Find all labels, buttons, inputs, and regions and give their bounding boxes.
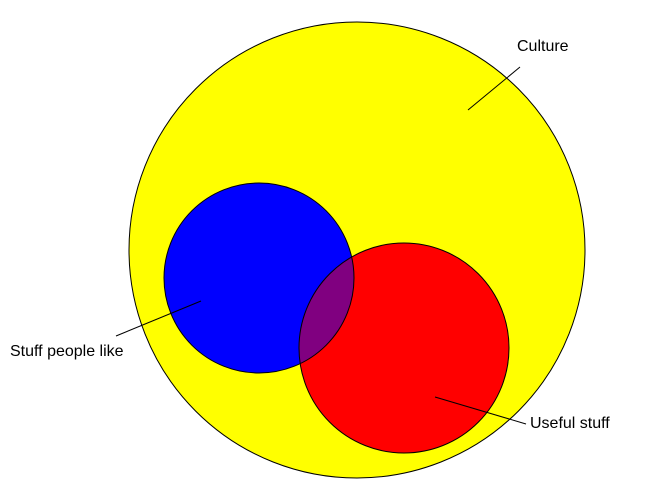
- culture-leader-line: [467, 66, 521, 111]
- stuff-people-like-leader-line: [115, 300, 202, 337]
- culture-label: Culture: [517, 38, 569, 55]
- overlap-region: [299, 243, 354, 373]
- useful-stuff-label: Useful stuff: [530, 415, 610, 432]
- stuff-people-like-label: Stuff people like: [10, 343, 124, 360]
- useful-stuff-leader-line: [434, 396, 527, 425]
- useful-stuff-outline: [298, 242, 510, 454]
- stuff-people-like-outline: [163, 182, 355, 374]
